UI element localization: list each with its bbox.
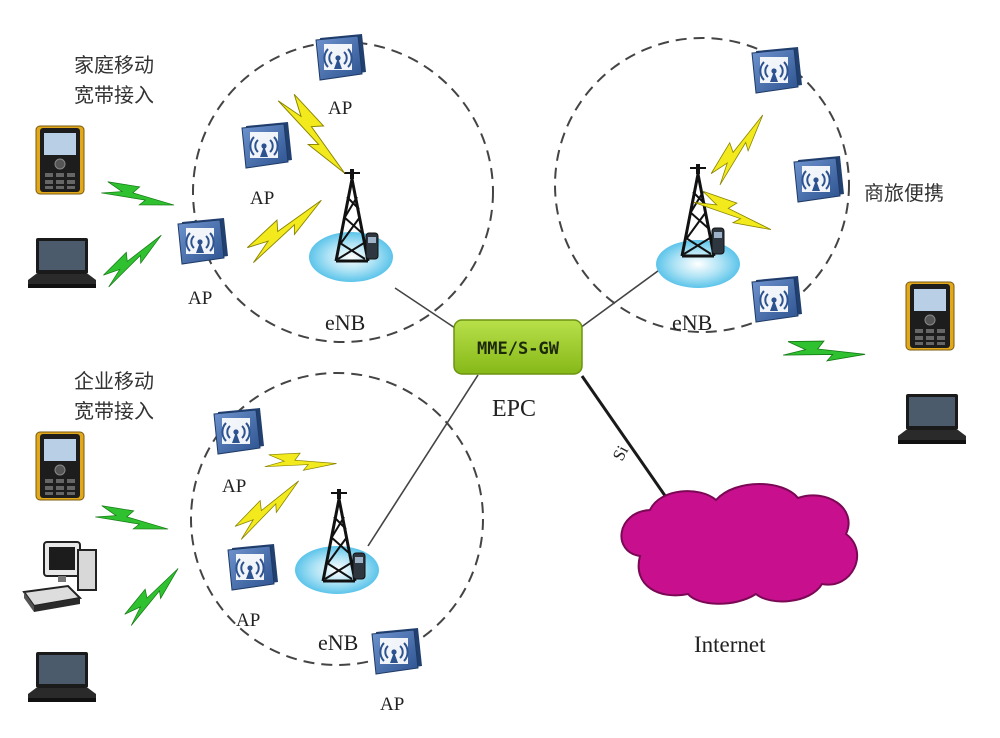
cell-circle-top-right [554,37,850,333]
epc-label: EPC [492,396,536,422]
link-top-right-enb-core [579,267,663,329]
enb-label-bottom-left: eNB [318,630,358,655]
mobile-phone-icon [35,431,85,501]
ap-label: AP [222,476,246,497]
access-point-icon [227,543,279,591]
cell-circle-top-left [192,41,494,343]
link-top-left-enb-core [394,287,459,331]
access-point-icon [213,407,265,455]
mobile-phone-icon [35,125,85,195]
ap-label: AP [250,188,274,209]
link-bottom-left-enb-core [367,374,479,547]
device-link-bolt-icon [94,494,169,552]
device-link-bolt-icon [100,170,175,228]
access-point-icon [315,33,367,81]
core-box-label: MME/S-GW [477,339,560,359]
link-core-internet [580,375,670,501]
wireless-bolt-icon [264,442,337,488]
links [367,267,670,547]
laptop-icon [28,652,96,702]
internet-label: Internet [694,632,766,657]
enb-bottom-left [295,487,379,594]
business-group-label-line2: 宽带接入 [74,399,154,423]
cell-circle-bottom-left [190,372,484,666]
enb-label-top-left: eNB [325,310,365,335]
ap-label: AP [236,610,260,631]
device-link-bolt-icon [97,234,173,288]
access-point-icon [371,627,423,675]
ap-label: AP [188,288,212,309]
wireless-bolt-icon [701,114,781,186]
enb-label-top-right: eNB [672,310,712,335]
labels: 家庭移动 宽带接入 企业移动 宽带接入 商旅便携 AP AP AP AP AP … [74,53,944,715]
home-group-label-line1: 家庭移动 [74,53,154,77]
desktop-computer-icon [23,541,97,613]
laptop-icon [28,238,96,288]
access-point-icon [177,217,229,265]
access-point-icon [241,121,293,169]
core-node: MME/S-GW [453,319,583,375]
travel-group-label: 商旅便携 [864,181,944,205]
access-point-icon [751,46,803,94]
device-link-bolt-icon [782,327,866,382]
ap-label: AP [328,98,352,119]
access-point-icon [793,155,845,203]
mobile-phone-icon [905,281,955,351]
home-group-label-line2: 宽带接入 [74,83,154,107]
ap-label: AP [380,694,404,715]
enb-top-left [309,167,393,282]
business-group-label-line1: 企业移动 [74,369,154,393]
access-point-icon [751,275,803,323]
enb-top-right [656,162,740,288]
internet-cloud [620,483,858,605]
device-link-bolt-icon [117,568,192,626]
laptop-icon [898,394,966,444]
